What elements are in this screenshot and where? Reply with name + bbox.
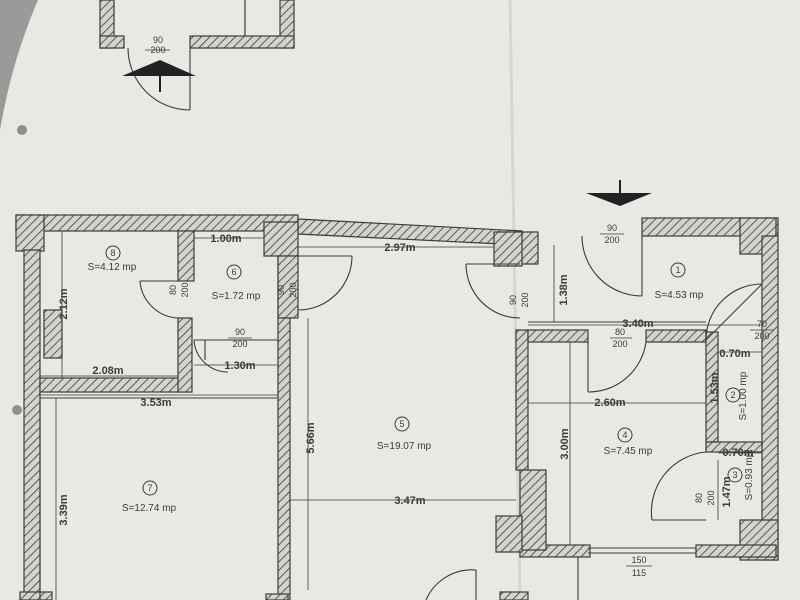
room-7: 7 S=12.74 mp — [122, 480, 177, 514]
entrance-arrow-main — [586, 180, 652, 206]
room-5: 5 S=19.07 mp — [377, 416, 432, 452]
dimension-lines — [40, 231, 762, 600]
door-6-height: 200 — [288, 282, 298, 297]
room-6: 6 S=1.72 mp — [212, 264, 261, 302]
dim-2-12: 2.12m — [58, 288, 70, 319]
door-6-width: 90 — [276, 285, 286, 295]
punch-hole — [17, 125, 27, 135]
door-3-width: 80 — [694, 493, 704, 503]
dim-3-00: 3.00m — [559, 428, 571, 459]
dim-0-70b: 0.70m — [722, 447, 753, 459]
dim-3-53: 3.53m — [140, 397, 171, 409]
top-room-fragment — [99, 0, 295, 49]
door-3-height: 200 — [706, 490, 716, 505]
room-7-area: S=12.74 mp — [122, 503, 177, 514]
room-3-area: S=0.93 mp — [744, 451, 755, 500]
door-4-height: 200 — [612, 339, 627, 349]
door-8-height: 200 — [180, 282, 190, 297]
inner-lines — [39, 256, 706, 600]
room-8-number: 8 — [110, 248, 115, 258]
opening-labels — [228, 233, 774, 567]
window-4-width: 150 — [631, 555, 646, 565]
room-2-number: 2 — [730, 390, 735, 400]
dim-1-00: 1.00m — [210, 233, 241, 245]
room-6-area: S=1.72 mp — [212, 291, 261, 302]
door-top-width: 90 — [153, 35, 163, 45]
door-top — [127, 47, 191, 111]
door-8-width: 80 — [168, 285, 178, 295]
room-3-number: 3 — [732, 470, 737, 480]
dim-2-97: 2.97m — [384, 242, 415, 254]
dim-3-39: 3.39m — [58, 494, 70, 525]
punch-hole — [12, 405, 22, 415]
door-6-bottom-height: 200 — [232, 339, 247, 349]
door-2-width: 70 — [757, 319, 767, 329]
door-4-width: 80 — [615, 327, 625, 337]
room-8-area: S=4.12 mp — [88, 262, 137, 273]
room-3: 3 S=0.93 mp — [727, 451, 755, 500]
dim-3-40: 3.40m — [622, 318, 653, 330]
entry-door-height: 200 — [604, 235, 619, 245]
door-5-width: 90 — [508, 295, 518, 305]
door-swings — [139, 235, 763, 600]
room-1-area: S=4.53 mp — [655, 290, 704, 301]
room-1-number: 1 — [675, 265, 680, 275]
dim-0-70a: 0.70m — [719, 348, 750, 360]
door-5-height: 200 — [520, 292, 530, 307]
room-7-number: 7 — [147, 483, 152, 493]
door-6-bottom-width: 90 — [235, 327, 245, 337]
entry-door-width: 90 — [607, 223, 617, 233]
dim-2-08: 2.08m — [92, 365, 123, 377]
room-5-number: 5 — [399, 419, 404, 429]
window-4-height: 115 — [632, 568, 646, 578]
room-2: 2 S=1.00 mp — [725, 371, 749, 420]
dim-1-30: 1.30m — [224, 360, 255, 372]
room-6-number: 6 — [231, 267, 236, 277]
dim-1-47: 1.47m — [721, 476, 733, 507]
room-1: 1 S=4.53 mp — [655, 262, 704, 301]
dim-1-53: 1.53m — [709, 372, 721, 403]
room-5-area: S=19.07 mp — [377, 441, 432, 452]
dim-5-66: 5.66m — [305, 422, 317, 453]
dim-3-47: 3.47m — [394, 495, 425, 507]
room-4-number: 4 — [622, 430, 627, 440]
door-2-height: 200 — [754, 331, 769, 341]
room-8: 8 S=4.12 mp — [88, 245, 137, 273]
room-4-area: S=7.45 mp — [604, 446, 653, 457]
room-4: 4 S=7.45 mp — [604, 427, 653, 457]
dim-2-60: 2.60m — [594, 397, 625, 409]
walls — [15, 214, 779, 600]
room-2-area: S=1.00 mp — [738, 371, 749, 420]
entrance-arrow-top — [122, 60, 196, 92]
dim-1-38: 1.38m — [558, 274, 570, 305]
door-top-height: 200 — [150, 45, 165, 55]
